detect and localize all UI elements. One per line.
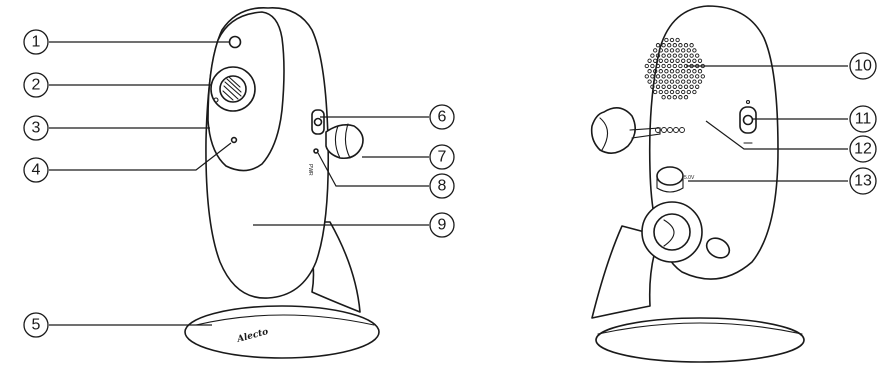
camera-back-view: 5.0V (592, 6, 804, 362)
svg-text:4: 4 (32, 162, 41, 179)
svg-text:5: 5 (32, 317, 41, 334)
callout-13: 13 (850, 168, 876, 194)
callout-7: 7 (430, 145, 454, 169)
callout-4: 4 (24, 158, 48, 182)
callout-1: 1 (24, 30, 48, 54)
callout-3: 3 (24, 116, 48, 140)
svg-text:13: 13 (854, 173, 872, 190)
svg-text:9: 9 (438, 217, 447, 234)
callout-12: 12 (850, 136, 876, 162)
front-stand-base (185, 306, 379, 358)
microphone-hole (232, 138, 237, 143)
svg-text:7: 7 (438, 149, 447, 166)
camera-front-view: PWR Alecto (185, 8, 379, 358)
svg-text:12: 12 (854, 141, 872, 158)
svg-text:8: 8 (438, 178, 447, 195)
callout-9: 9 (430, 213, 454, 237)
svg-text:3: 3 (32, 120, 41, 137)
callout-8: 8 (430, 174, 454, 198)
svg-text:6: 6 (438, 109, 447, 126)
svg-text:5.0V: 5.0V (684, 175, 695, 181)
light-sensor (230, 37, 241, 48)
svg-text:10: 10 (854, 58, 872, 75)
back-cable-plug (592, 108, 636, 153)
svg-text:2: 2 (32, 77, 41, 94)
callout-6: 6 (430, 105, 454, 129)
callout-5: 5 (24, 313, 48, 337)
side-status-led (314, 149, 318, 153)
svg-text:PWR: PWR (307, 164, 313, 176)
callout-11: 11 (850, 106, 876, 132)
svg-text:1: 1 (32, 34, 41, 51)
callout-10: 10 (850, 53, 876, 79)
svg-text:11: 11 (855, 111, 872, 128)
dc-power-port (657, 167, 683, 185)
back-stand-base (596, 318, 804, 362)
side-cable-plug (326, 125, 363, 158)
callout-2: 2 (24, 73, 48, 97)
